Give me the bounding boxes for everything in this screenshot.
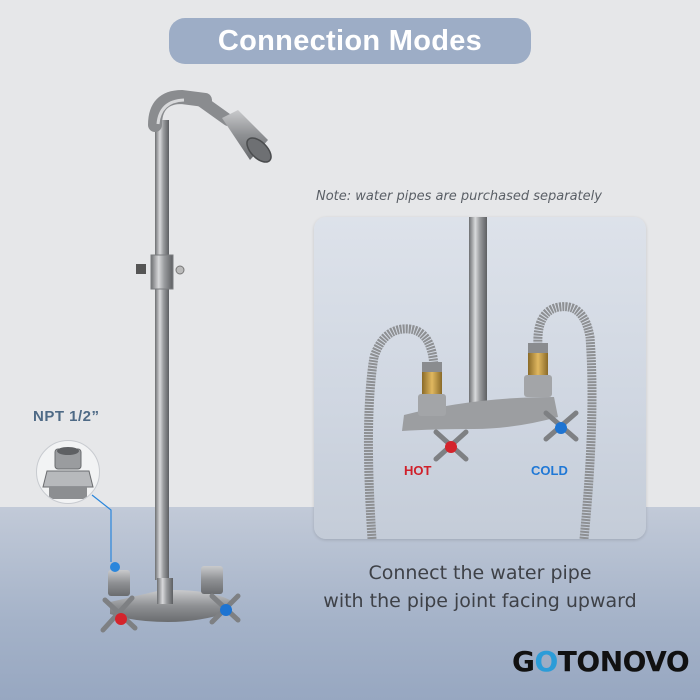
fitting-size-label: NPT 1/2”: [33, 408, 100, 425]
logo-text-rest: TONOVO: [557, 645, 690, 678]
title-banner: Connection Modes: [169, 18, 531, 64]
logo-text-g: G: [512, 645, 535, 678]
brand-logo: GOTONOVO: [512, 645, 690, 678]
page-title: Connection Modes: [217, 24, 483, 57]
caption-line-2: with the pipe joint facing upward: [323, 590, 637, 612]
faucet-hose-illustration: [363, 217, 597, 539]
installation-caption: Connect the water pipe with the pipe joi…: [300, 559, 660, 615]
pipe-fitting-closeup: [36, 440, 100, 504]
installation-closeup-panel: [314, 217, 646, 539]
caption-line-1: Connect the water pipe: [368, 562, 592, 584]
purchase-note: Note: water pipes are purchased separate…: [316, 189, 602, 204]
water-drop-icon: O: [534, 645, 558, 678]
hot-label: HOT: [404, 463, 432, 478]
cold-label: COLD: [531, 463, 568, 478]
pipe-fitting-icon: [42, 447, 94, 499]
